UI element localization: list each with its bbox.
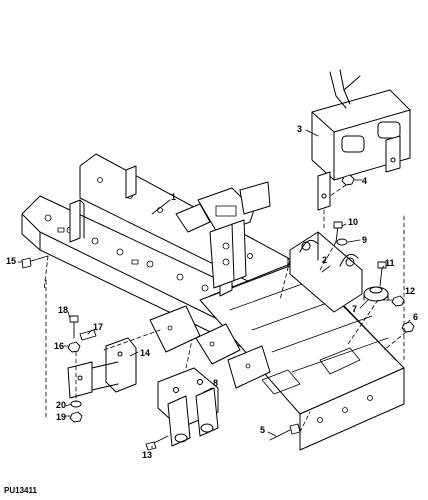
callout-20: 20 xyxy=(56,400,66,410)
callout-5: 5 xyxy=(260,425,265,435)
callout-8: 8 xyxy=(213,378,218,388)
leader-lines xyxy=(17,129,411,449)
callout-9: 9 xyxy=(362,235,367,245)
rear-cover-part-3 xyxy=(311,69,411,211)
callout-14: 14 xyxy=(140,348,150,358)
side-bracket-part-14 xyxy=(67,337,137,399)
callout-19: 19 xyxy=(56,412,66,422)
callout-1: 1 xyxy=(171,192,176,202)
callout-4: 4 xyxy=(362,176,367,186)
lower-mount-part-8 xyxy=(157,367,219,447)
callout-7: 7 xyxy=(352,304,357,314)
callout-16: 16 xyxy=(54,341,64,351)
callout-12: 12 xyxy=(405,286,415,296)
main-frame xyxy=(21,153,405,451)
callout-6: 6 xyxy=(413,312,418,322)
hardware xyxy=(21,174,415,451)
callout-10: 10 xyxy=(348,217,358,227)
figure-id: PU13411 xyxy=(4,486,37,495)
mount-bracket-part-2 xyxy=(289,231,363,313)
callout-17: 17 xyxy=(93,322,103,332)
callout-11: 11 xyxy=(385,258,395,268)
callout-15: 15 xyxy=(6,256,16,266)
callout-labels: 1 2 3 4 5 6 7 8 9 10 11 12 13 14 15 16 1… xyxy=(6,124,418,460)
callout-13: 13 xyxy=(142,450,152,460)
callout-2: 2 xyxy=(322,255,327,265)
alignment-lines xyxy=(43,184,407,433)
isolator-part-7 xyxy=(363,286,389,302)
callout-3: 3 xyxy=(297,124,302,134)
callout-18: 18 xyxy=(58,305,68,315)
